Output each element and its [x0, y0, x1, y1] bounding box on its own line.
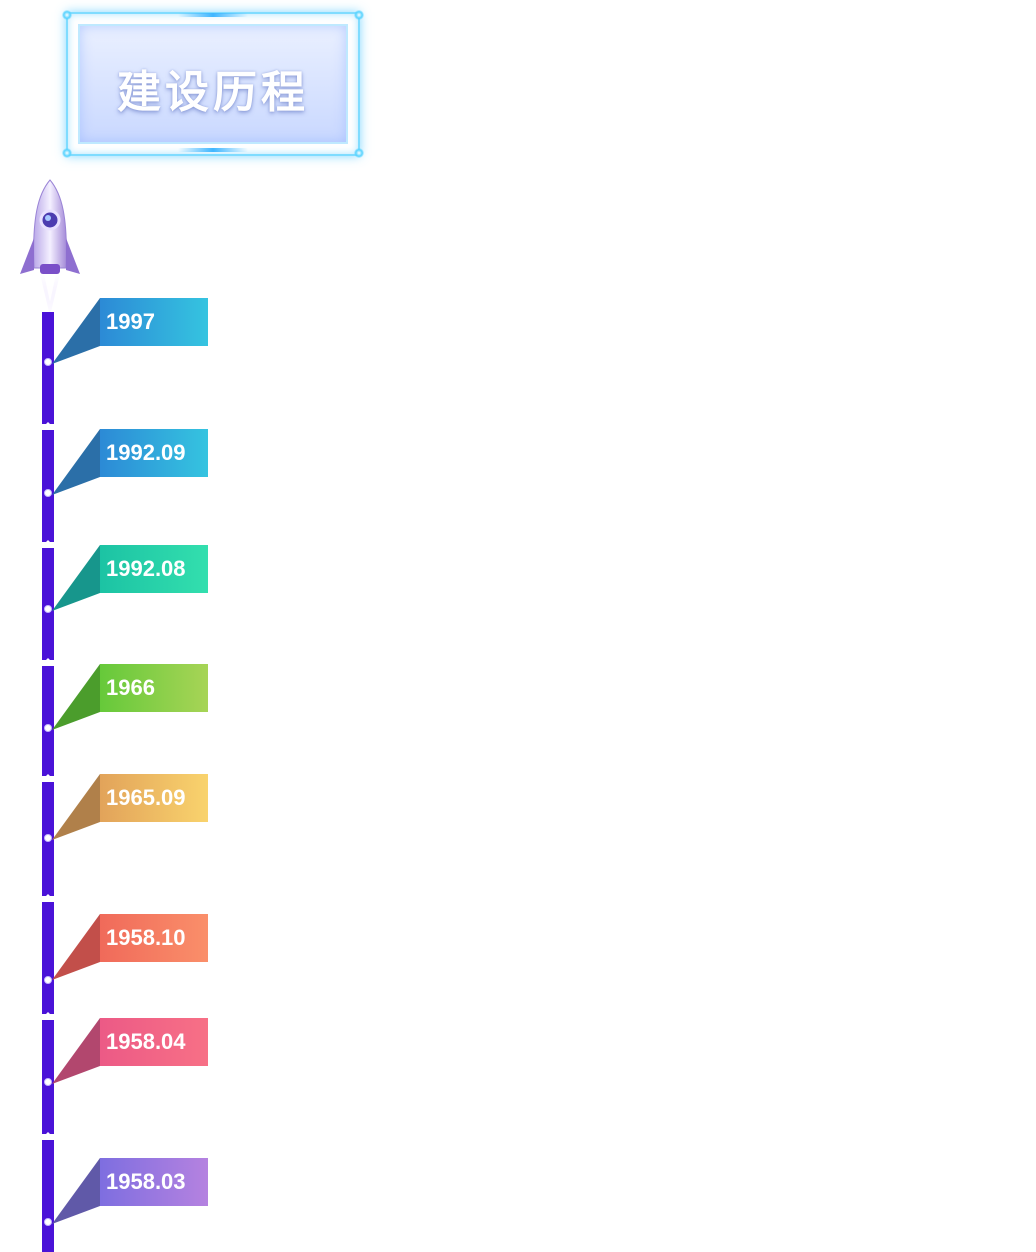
- timeline-item[interactable]: 1992.08: [0, 545, 240, 617]
- flag-fold: [52, 429, 100, 495]
- timeline-year-label: 1958.04: [100, 1018, 208, 1066]
- timeline-item[interactable]: 1965.09: [0, 774, 240, 846]
- corner-glow-icon: [354, 148, 364, 158]
- flag-fold: [52, 914, 100, 980]
- timeline-dot: [44, 358, 52, 366]
- page-title: 建设历程: [117, 67, 309, 118]
- flag-fold: [52, 545, 100, 611]
- flag-fold: [52, 1018, 100, 1084]
- timeline-item[interactable]: 1958.04: [0, 1018, 240, 1090]
- timeline-dot: [44, 724, 52, 732]
- flag-fold: [52, 298, 100, 364]
- flag-fold: [52, 664, 100, 730]
- timeline-year-label: 1965.09: [100, 774, 208, 822]
- rocket-icon: [20, 179, 80, 316]
- flag-fold: [52, 1158, 100, 1224]
- timeline-year-label: 1992.08: [100, 545, 208, 593]
- corner-glow-icon: [354, 10, 364, 20]
- timeline-dot: [44, 605, 52, 613]
- corner-glow-icon: [62, 10, 72, 20]
- title-panel: 建设历程: [62, 8, 364, 160]
- timeline-year-label: 1992.09: [100, 429, 208, 477]
- timeline-dot: [44, 489, 52, 497]
- timeline-item[interactable]: 1992.09: [0, 429, 240, 501]
- flag-fold: [52, 774, 100, 840]
- timeline-dot: [44, 1078, 52, 1086]
- timeline-item[interactable]: 1997: [0, 298, 240, 370]
- bottom-glow-bar: [178, 148, 248, 152]
- top-glow-bar: [178, 13, 248, 17]
- timeline-dot: [44, 1218, 52, 1226]
- timeline-item[interactable]: 1958.10: [0, 914, 240, 986]
- timeline-year-label: 1966: [100, 664, 208, 712]
- title-frame-inner: [78, 24, 348, 144]
- timeline-dot: [44, 834, 52, 842]
- timeline-dot: [44, 976, 52, 984]
- timeline-year-label: 1958.03: [100, 1158, 208, 1206]
- timeline-item[interactable]: 1966: [0, 664, 240, 736]
- timeline-item[interactable]: 1958.03: [0, 1158, 240, 1230]
- corner-glow-icon: [62, 148, 72, 158]
- timeline-year-label: 1958.10: [100, 914, 208, 962]
- timeline-year-label: 1997: [100, 298, 208, 346]
